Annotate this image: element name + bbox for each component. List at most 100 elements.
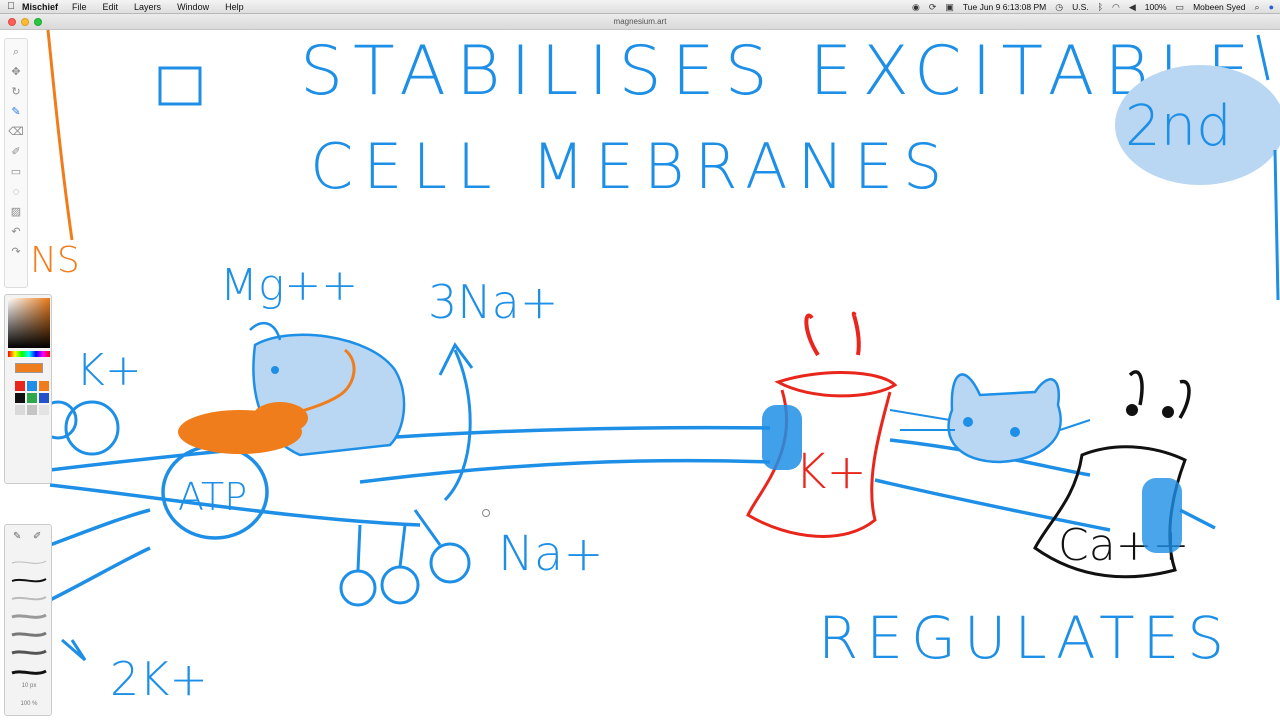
bluetooth-icon[interactable]: ᛒ bbox=[1097, 2, 1104, 12]
eraser-tool-icon[interactable]: ⌫ bbox=[8, 126, 24, 138]
brush-presets[interactable] bbox=[10, 553, 48, 683]
color-panel bbox=[4, 294, 52, 484]
brush-panel: ✎ ✐ 10 px 100 % bbox=[4, 524, 52, 716]
menu-edit[interactable]: Edit bbox=[102, 1, 119, 12]
current-color-swatch[interactable] bbox=[15, 363, 43, 373]
brush-preset[interactable] bbox=[11, 578, 47, 583]
hue-slider[interactable] bbox=[8, 351, 50, 357]
redo-icon[interactable]: ↷ bbox=[11, 246, 21, 258]
creature-eye bbox=[271, 366, 279, 374]
badge-blob bbox=[1115, 65, 1280, 185]
time-machine-icon[interactable]: ◷ bbox=[1055, 1, 1064, 12]
swatch-black[interactable] bbox=[15, 393, 25, 403]
brush-size-label[interactable]: 10 px bbox=[21, 683, 37, 689]
edge-stroke bbox=[1256, 34, 1270, 81]
battery-text[interactable]: 100% bbox=[1144, 2, 1167, 12]
channel-hand bbox=[762, 405, 802, 470]
calcium-pupil bbox=[1126, 404, 1138, 416]
membrane-line bbox=[359, 458, 771, 484]
k-label: K+ bbox=[76, 345, 142, 396]
swatch-gray[interactable] bbox=[27, 405, 37, 415]
move-tool-icon[interactable]: ✥ bbox=[11, 66, 21, 78]
brush-preset[interactable] bbox=[11, 613, 47, 619]
brush-preset[interactable] bbox=[11, 596, 47, 601]
calcium-pupil bbox=[1162, 406, 1174, 418]
small-arrow bbox=[61, 638, 87, 662]
image-tool-icon[interactable]: ▨ bbox=[10, 206, 22, 218]
spotlight-search-icon[interactable]: ⌕ bbox=[1254, 1, 1260, 12]
input-source[interactable]: U.S. bbox=[1072, 2, 1089, 12]
cat-eye bbox=[963, 417, 973, 427]
app-menu[interactable]: Mischief bbox=[22, 1, 59, 12]
channel-label: K+ bbox=[795, 444, 867, 500]
tool-palette: ⌕ ✥ ↻ ✎ ⌫ ✐ ▭ ◌ ▨ ↶ ↷ bbox=[4, 38, 28, 288]
swatch-pale-gray[interactable] bbox=[39, 405, 49, 415]
brush-preset[interactable] bbox=[11, 631, 47, 637]
menu-help[interactable]: Help bbox=[225, 1, 244, 12]
orange-stroke bbox=[46, 30, 74, 241]
select-tool-icon[interactable]: ▭ bbox=[10, 166, 22, 178]
brush-cursor bbox=[482, 509, 490, 517]
k-ion-circle bbox=[64, 400, 120, 456]
window-minimize-button[interactable] bbox=[21, 18, 29, 26]
marker-brush-icon[interactable]: ✐ bbox=[33, 531, 42, 542]
apple-menu-icon[interactable]:  bbox=[0, 1, 22, 12]
brush-preset[interactable] bbox=[11, 669, 47, 675]
cat-whiskers bbox=[889, 409, 1091, 431]
brush-tool-icon[interactable]: ✐ bbox=[11, 146, 21, 158]
transport-arrow bbox=[443, 349, 472, 502]
swatch-orange[interactable] bbox=[39, 381, 49, 391]
window-zoom-button[interactable] bbox=[34, 18, 42, 26]
menu-layers[interactable]: Layers bbox=[134, 1, 162, 12]
clock-text[interactable]: Tue Jun 9 6:13:08 PM bbox=[962, 2, 1047, 12]
na-ion-circle bbox=[380, 565, 420, 605]
window-close-button[interactable] bbox=[8, 18, 16, 26]
transport-arrow-head bbox=[438, 342, 474, 376]
regulates-text: REGULATES bbox=[818, 604, 1232, 672]
lasso-tool-icon[interactable]: ◌ bbox=[12, 186, 20, 198]
zoom-tool-icon[interactable]: ⌕ bbox=[12, 46, 20, 58]
notification-center-icon[interactable]: ● bbox=[1268, 2, 1274, 12]
edge-stroke bbox=[1273, 149, 1280, 301]
menu-window[interactable]: Window bbox=[177, 1, 210, 12]
badge-text: 2nd bbox=[1125, 94, 1232, 159]
heading-line2: CELL MEBRANES bbox=[310, 130, 952, 203]
pencil-brush-icon[interactable]: ✎ bbox=[13, 531, 22, 542]
pencil-tool-icon[interactable]: ✎ bbox=[11, 106, 21, 118]
na-ion-circle bbox=[429, 542, 471, 584]
na-label: Na+ bbox=[498, 526, 604, 582]
channel-eyes bbox=[804, 311, 861, 357]
orange-fragment: NS bbox=[30, 240, 80, 281]
color-swatches bbox=[15, 381, 51, 415]
volume-icon[interactable]: ◀ bbox=[1128, 1, 1136, 12]
heading-line1: STABILISES EXCITABLE bbox=[300, 32, 1260, 111]
status-area: ◉ ⟳ ▣ Tue Jun 9 6:13:08 PM ◷ U.S. ᛒ ◠ ◀ … bbox=[912, 0, 1274, 14]
menu-file[interactable]: File bbox=[72, 1, 87, 12]
membrane-line bbox=[874, 478, 1111, 532]
cat-creature bbox=[947, 373, 1062, 464]
window-title-bar: magnesium.art bbox=[0, 14, 1280, 30]
brush-opacity-label[interactable]: 100 % bbox=[20, 701, 38, 707]
atp-label: ATP bbox=[178, 475, 247, 519]
color-field[interactable] bbox=[8, 298, 50, 348]
undo-icon[interactable]: ↶ bbox=[11, 226, 21, 238]
membrane-line bbox=[49, 508, 151, 547]
membrane-line bbox=[49, 425, 771, 472]
menu-bar:  Mischief File Edit Layers Window Help … bbox=[0, 0, 1280, 14]
swatch-green[interactable] bbox=[27, 393, 37, 403]
user-name[interactable]: Mobeen Syed bbox=[1193, 2, 1246, 12]
screen-record-icon[interactable]: ◉ bbox=[911, 1, 920, 12]
rotate-tool-icon[interactable]: ↻ bbox=[11, 86, 21, 98]
drawing-canvas[interactable]: .hand { font-family: "DejaVu Sans", sans… bbox=[0, 30, 1280, 720]
brush-preset[interactable] bbox=[11, 649, 47, 655]
swatch-red[interactable] bbox=[15, 381, 25, 391]
swatch-dark-blue[interactable] bbox=[39, 393, 49, 403]
sync-icon[interactable]: ⟳ bbox=[928, 1, 937, 12]
wifi-icon[interactable]: ◠ bbox=[1112, 1, 1120, 12]
swatch-blue[interactable] bbox=[27, 381, 37, 391]
swatch-light-gray[interactable] bbox=[15, 405, 25, 415]
checkbox-sketch bbox=[158, 66, 202, 106]
calcium-hand bbox=[1142, 478, 1182, 553]
brush-preset[interactable] bbox=[11, 560, 47, 564]
calendar-icon[interactable]: ▣ bbox=[945, 1, 954, 12]
